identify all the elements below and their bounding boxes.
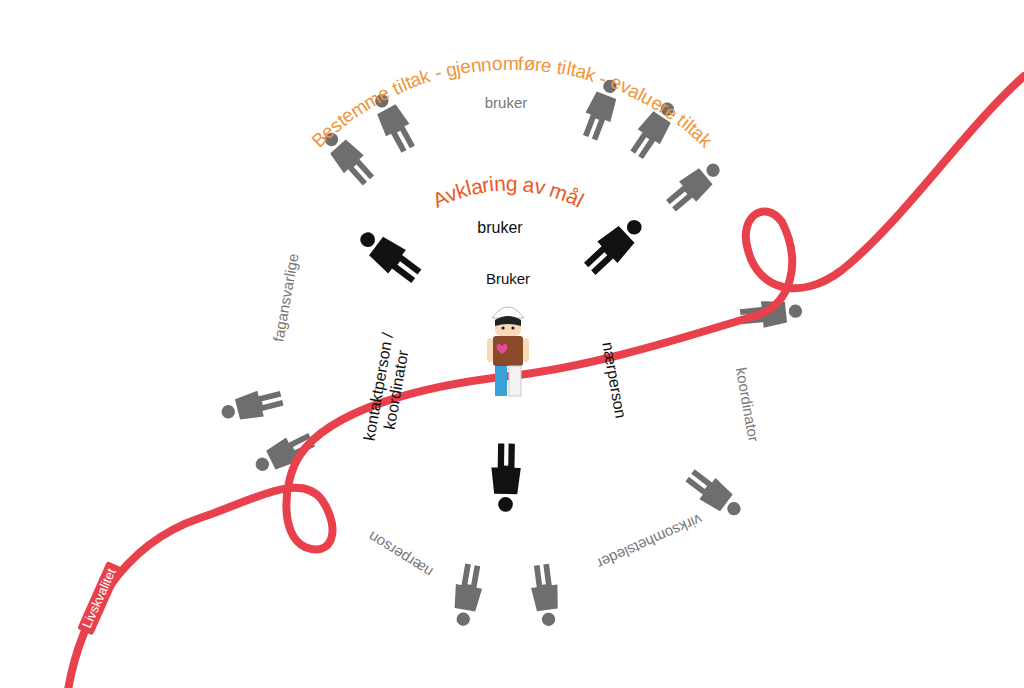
person-figure (353, 224, 425, 288)
circle-outline (420, 264, 596, 440)
role-label: koordinator (733, 367, 763, 444)
circle-outline (197, 25, 827, 655)
role-label: kontaktperson / koordinator (359, 322, 417, 454)
role-label: nærperson (365, 528, 436, 581)
role-label: bruker (485, 94, 528, 111)
circle-outline (318, 150, 698, 530)
glyph: ø (523, 54, 536, 74)
person-figure (219, 385, 285, 426)
person-figure (580, 211, 650, 279)
glyph: e (540, 55, 553, 75)
circle-fill (197, 25, 827, 655)
person-figure (250, 428, 317, 479)
role-label: bruker (477, 219, 522, 237)
user-circle: Bruker (420, 264, 596, 440)
person-figure (528, 563, 562, 628)
planning-ring: BrukerAvklaring av målbrukerkontaktperso… (197, 25, 827, 655)
circle-fill (420, 264, 596, 440)
glyph: n (493, 172, 506, 194)
user-figure (487, 307, 529, 396)
glyph: - (432, 63, 443, 83)
glyph: g (505, 172, 517, 193)
user-label: Bruker (486, 270, 530, 287)
ribbon-label: Livskvalitet (77, 561, 122, 635)
role-label: virksomhetsleder (595, 511, 706, 573)
glyph: n (481, 54, 493, 74)
person-figure (491, 443, 521, 512)
role-label: nærperson (598, 340, 630, 419)
person-figure (449, 563, 486, 628)
glyph: o (491, 54, 503, 74)
circle-fill (318, 150, 698, 530)
glyph: m (502, 53, 518, 72)
person-figure (662, 156, 726, 216)
life-quality-ribbon (68, 76, 1024, 688)
glyph: - (597, 68, 609, 88)
role-label: fagansvarlige (270, 253, 302, 344)
goal-ring: BrukerAvklaring av målbrukerkontaktperso… (318, 150, 698, 530)
